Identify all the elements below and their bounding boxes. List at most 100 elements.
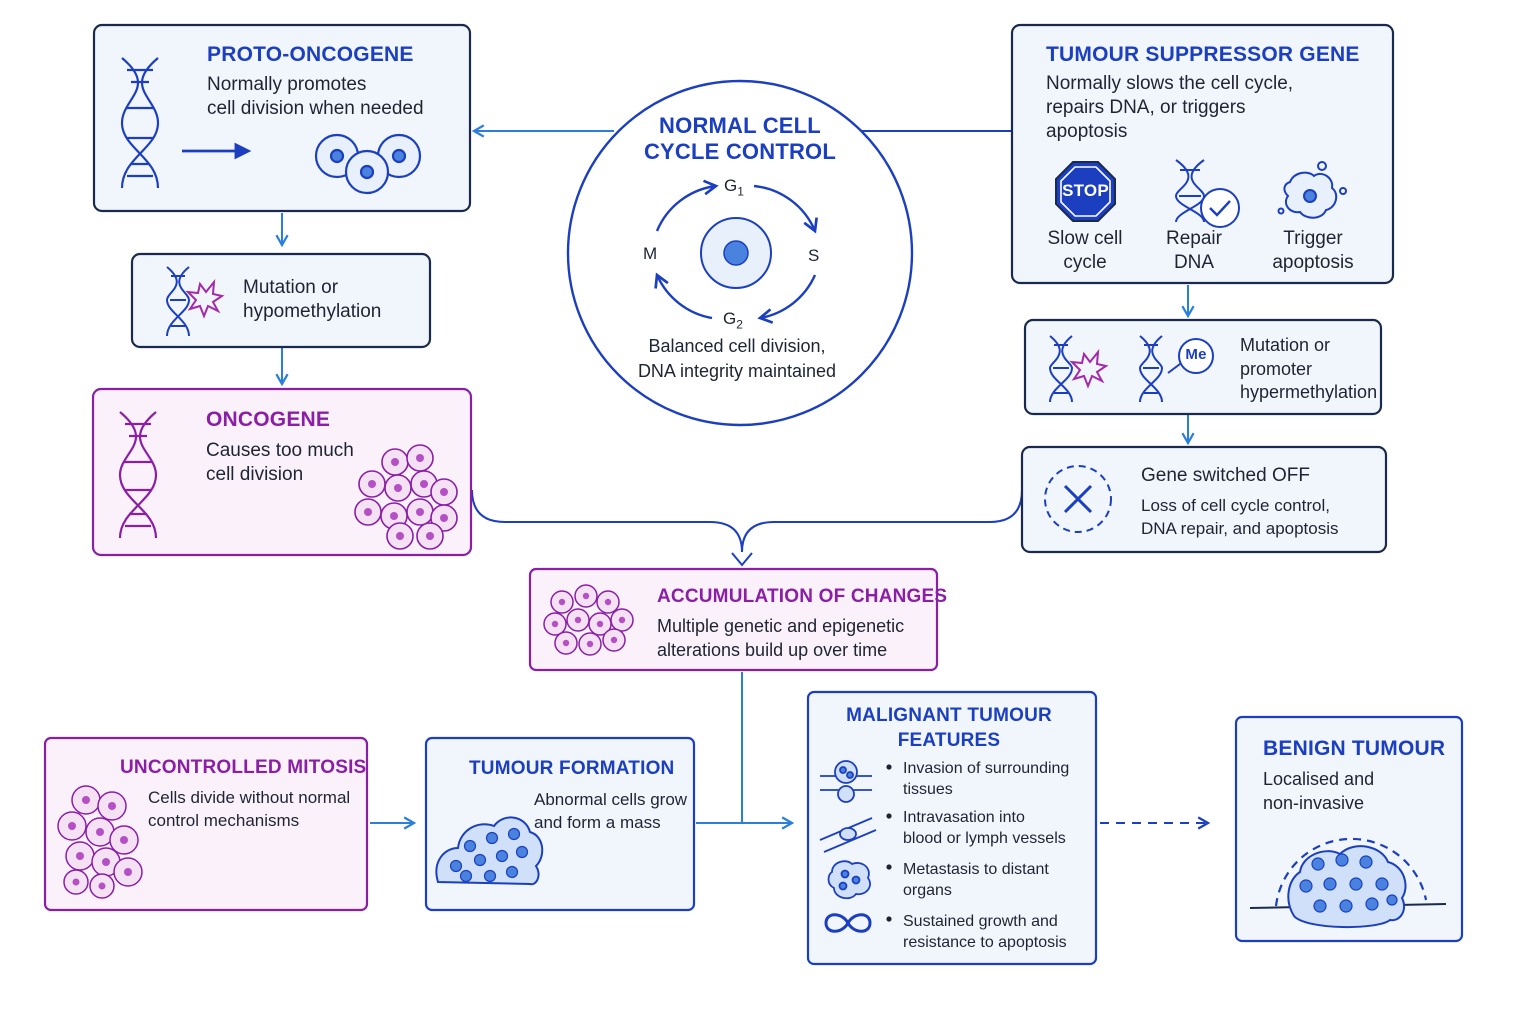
merge-line-left (471, 489, 743, 553)
methyl-group-icon (1178, 338, 1214, 374)
f2-line2: blood or lymph vessels (903, 830, 1066, 848)
phase-g2-label: G2 (723, 309, 743, 332)
vessel-icon (819, 817, 877, 853)
f2-line1: Intravasation into (903, 809, 1025, 826)
methyl-label: Me (1185, 346, 1207, 363)
item-apoptosis-line1: Trigger (1283, 228, 1343, 249)
apoptosis-cell-icon (1277, 161, 1347, 219)
oncogene-desc: Causes too much cell division (206, 440, 354, 487)
stop-sign-text: STOP (1062, 181, 1109, 200)
burst-right-icon (1069, 348, 1109, 389)
proto-icons (120, 57, 422, 195)
malignant-feature-3: Metastasis to distant organs (903, 860, 1049, 900)
malignant-feature-1: Invasion of surrounding tissues (903, 759, 1069, 799)
proto-title: PROTO-ONCOGENE (207, 43, 414, 66)
mutation-left-line2: hypomethylation (243, 300, 382, 322)
suppressor-box (1010, 23, 1395, 285)
item-repair-line2: DNA (1173, 251, 1215, 273)
benign-line1: Localised and (1263, 769, 1375, 789)
accumulation-box (528, 567, 939, 672)
uncontrolled-desc: Cells divide without normal control mech… (148, 788, 350, 832)
malignant-feature-4: Sustained growth and resistance to apopt… (903, 912, 1067, 952)
item-apoptosis-line2: apoptosis (1272, 251, 1354, 273)
infinity-icon (824, 913, 872, 933)
formation-title: TUMOUR FORMATION (469, 758, 675, 779)
f3-line2: organs (903, 882, 952, 900)
mutation-right-line3: hypermethylation (1240, 382, 1378, 403)
mutation-right-line1: Mutation or (1240, 335, 1331, 355)
formation-desc: Abnormal cells grow and form a mass (534, 790, 687, 834)
malignant-title-line1: MALIGNANT TUMOUR (846, 705, 1052, 726)
f1-line2: tissues (903, 781, 953, 799)
stop-sign-icon (1055, 161, 1116, 222)
arrow-merge-head (731, 552, 753, 567)
uncontrolled-title: UNCONTROLLED MITOSIS (120, 757, 367, 778)
switched-off-box (1020, 445, 1388, 554)
normal-title-line1: NORMAL CELL (659, 113, 821, 138)
cycle-arrow-g2-m (654, 272, 713, 320)
normal-caption: Balanced cell division, DNA integrity ma… (610, 336, 864, 382)
suppressor-item-repair: Repair DNA (1150, 228, 1238, 275)
mutation-left-text: Mutation or hypomethylation (243, 277, 381, 324)
mutation-left-icons (165, 266, 225, 337)
f4-line2: resistance to apoptosis (903, 934, 1067, 952)
benign-title: BENIGN TUMOUR (1263, 737, 1446, 760)
uncontrolled-line1: Cells divide without normal (148, 788, 351, 807)
malignant-box (806, 690, 1098, 966)
dna-check-icon (1174, 159, 1240, 228)
item-repair-line1: Repair (1166, 228, 1222, 249)
normal-caption-line2: DNA integrity maintained (637, 360, 837, 381)
normal-title: NORMAL CELL CYCLE CONTROL (610, 113, 870, 166)
accumulation-line2: alterations build up over time (657, 639, 888, 660)
tumour-mass-icon (435, 816, 544, 886)
mutation-left-line1: Mutation or (243, 277, 339, 298)
item-slow-line2: cycle (1063, 251, 1107, 273)
malignant-title: MALIGNANT TUMOUR FEATURES (818, 705, 1080, 753)
dna-mutation-right-icon (1048, 335, 1074, 403)
proto-desc-line1: Normally promotes (207, 74, 367, 95)
item-slow-line1: Slow cell (1047, 228, 1123, 249)
suppressor-desc-line3: apoptosis (1046, 120, 1128, 142)
oncogene-icons (118, 411, 458, 550)
suppressor-desc-line1: Normally slows the cell cycle, (1046, 73, 1294, 94)
switched-off-line2: DNA repair, and apoptosis (1141, 519, 1339, 539)
switched-off-desc: Loss of cell cycle control, DNA repair, … (1141, 496, 1339, 540)
dividing-cells-icon (314, 133, 422, 195)
cycle-arrow-m-g1 (655, 179, 719, 232)
malignant-icons (819, 760, 892, 933)
suppressor-title: TUMOUR SUPPRESSOR GENE (1046, 43, 1360, 66)
malignant-title-line2: FEATURES (897, 729, 1001, 751)
malignant-feature-2: Intravasation into blood or lymph vessel… (903, 808, 1066, 848)
formation-line1: Abnormal cells grow (534, 790, 688, 809)
dna-mutation-icon (165, 266, 191, 337)
accumulation-title: ACCUMULATION OF CHANGES (657, 586, 948, 607)
f4-line1: Sustained growth and (903, 913, 1058, 930)
suppressor-icons (1055, 159, 1347, 228)
f3-line1: Metastasis to distant (903, 861, 1049, 878)
dna-icon (120, 57, 160, 189)
cycle-arrow-g1-s (753, 184, 818, 234)
formation-line2: and form a mass (534, 813, 661, 833)
burst-icon (185, 278, 225, 319)
normal-title-line2: CYCLE CONTROL (643, 139, 837, 165)
uncontrolled-cells-icon (57, 785, 143, 899)
dna-purple-icon (118, 411, 158, 539)
phase-s-label: S (808, 246, 820, 265)
invasion-icon (820, 760, 872, 803)
cycle-graphic (654, 179, 818, 324)
merge-line-right (741, 489, 1023, 553)
oncogene-desc-line2: cell division (206, 463, 304, 485)
normal-caption-line1: Balanced cell division, (648, 336, 826, 356)
proto-desc-line2: cell division when needed (207, 97, 424, 119)
benign-line2: non-invasive (1263, 792, 1365, 813)
dna-methyl-icon (1138, 335, 1214, 403)
benign-tumour-icon (1249, 837, 1447, 929)
mutation-left-box (130, 252, 432, 349)
uncontrolled-line2: control mechanisms (148, 811, 300, 831)
accumulation-desc: Multiple genetic and epigenetic alterati… (657, 616, 904, 661)
switched-off-title: Gene switched OFF (1141, 465, 1310, 486)
phase-m-label: M (643, 244, 658, 263)
mutation-right-icons (1048, 335, 1214, 403)
mutation-right-line2: promoter (1240, 358, 1313, 379)
